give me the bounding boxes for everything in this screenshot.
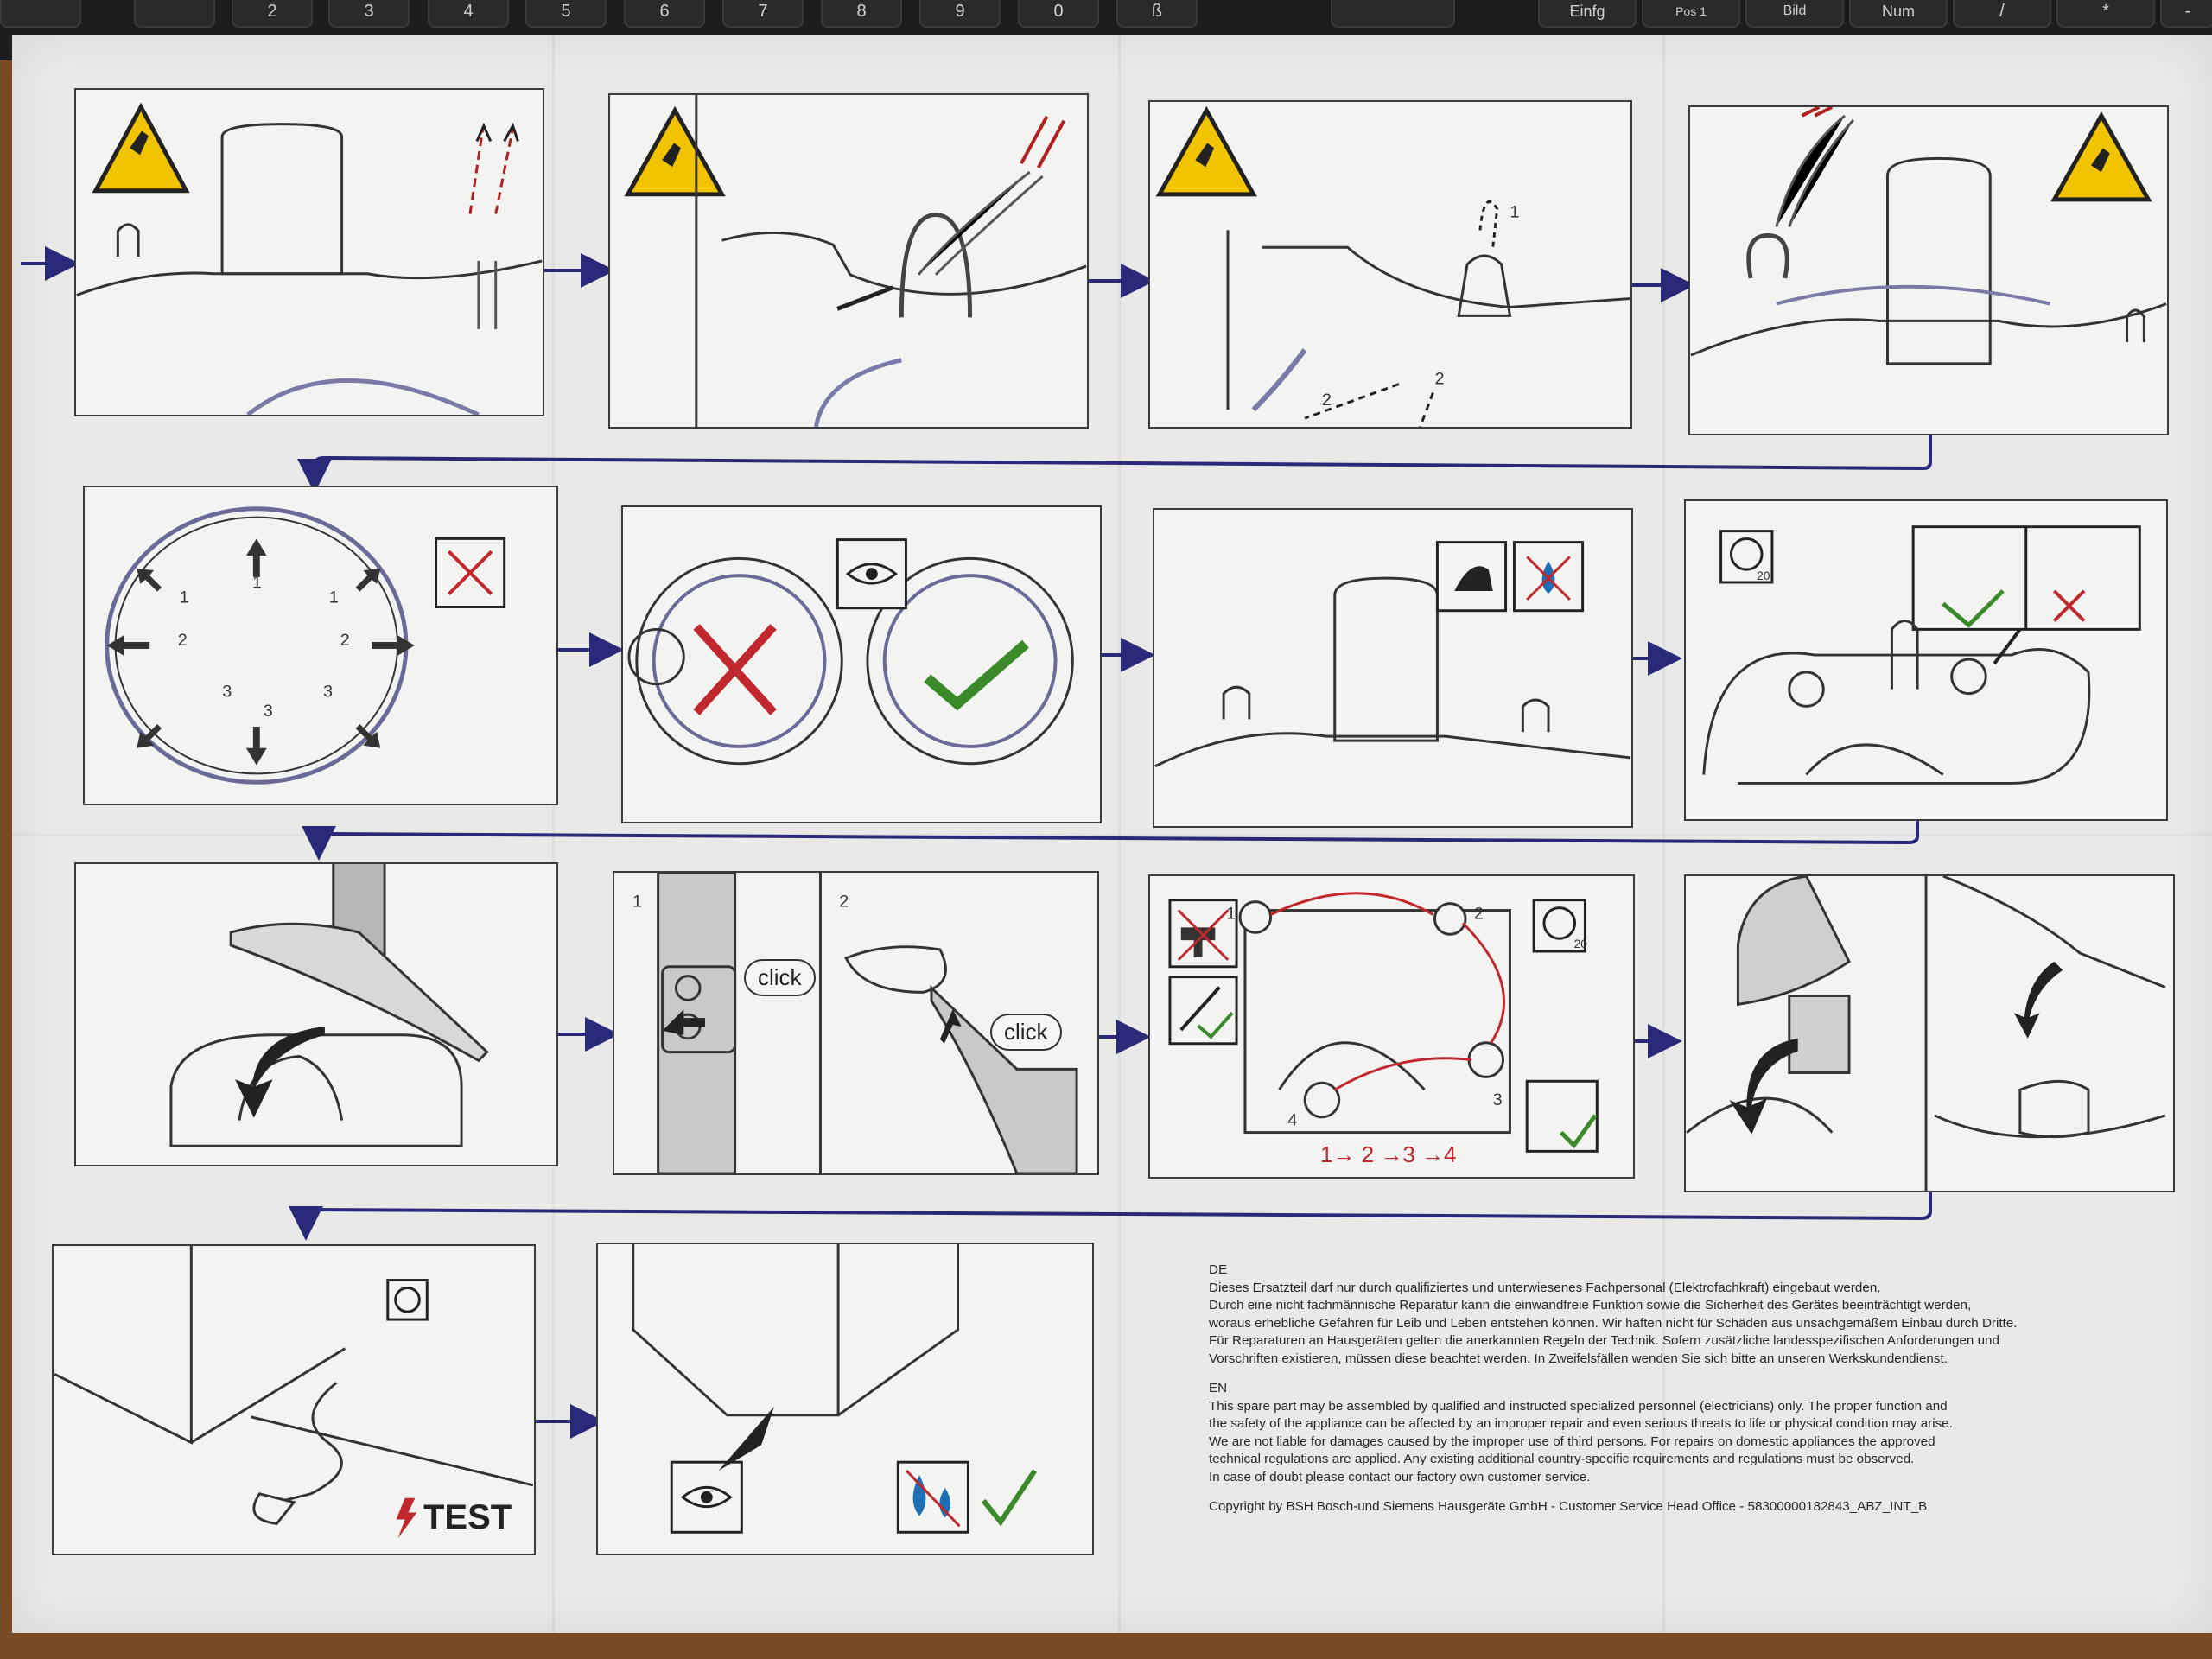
keyboard-key: 0	[1018, 0, 1099, 28]
step-panel-10: 1 2 click click	[613, 871, 1099, 1175]
en-line: the safety of the appliance can be affec…	[1209, 1416, 1953, 1431]
en-language-label: EN	[1209, 1381, 1228, 1395]
copyright-line: Copyright by BSH Bosch-und Siemens Hausg…	[1209, 1499, 1928, 1514]
svg-text:20: 20	[1757, 569, 1770, 582]
keyboard-key	[1331, 0, 1455, 28]
keyboard-key: 4	[428, 0, 509, 28]
keyboard-key: 6	[624, 0, 705, 28]
click-label: click	[744, 959, 816, 996]
svg-text:3: 3	[323, 682, 333, 701]
test-label: TEST	[423, 1498, 512, 1536]
svg-text:2: 2	[1434, 370, 1444, 389]
keyboard-key: 2	[232, 0, 313, 28]
no-drill-icon	[1168, 899, 1238, 969]
step-panel-12	[1684, 874, 2175, 1192]
svg-text:3: 3	[264, 702, 273, 721]
keyboard-key: *	[2056, 0, 2155, 28]
keyboard-key: 8	[821, 0, 902, 28]
de-line: Dieses Ersatzteil darf nur durch qualifi…	[1209, 1280, 1881, 1295]
svg-text:20: 20	[1574, 937, 1588, 950]
keyboard-key: -	[2160, 0, 2212, 28]
keyboard-key: 7	[722, 0, 804, 28]
en-line: technical regulations are applied. Any e…	[1209, 1452, 1915, 1466]
keyboard-key: Bild	[1745, 0, 1844, 28]
keyboard-key: 5	[525, 0, 607, 28]
eye-icon	[670, 1460, 743, 1534]
svg-text:2: 2	[839, 893, 849, 912]
disclaimer-text: DE Dieses Ersatzteil darf nur durch qual…	[1209, 1262, 2090, 1516]
step-panel-1	[74, 88, 544, 416]
svg-text:1: 1	[1510, 203, 1520, 222]
en-line: We are not liable for damages caused by …	[1209, 1433, 1936, 1449]
en-line: This spare part may be assembled by qual…	[1209, 1398, 1948, 1414]
step-panel-8: 20	[1684, 499, 2168, 821]
keyboard-key: Pos 1	[1642, 0, 1740, 28]
hand-warning-icon	[92, 102, 190, 194]
svg-text:3: 3	[1493, 1090, 1503, 1109]
keyboard-key: Einfg	[1538, 0, 1637, 28]
step-panel-6	[621, 505, 1102, 823]
svg-text:2: 2	[1474, 904, 1484, 923]
no-water-icon	[1435, 541, 1585, 613]
step-panel-5: 1 1 1 2 2 3 3 3	[83, 486, 558, 805]
step-panel-4	[1688, 105, 2169, 435]
keyboard-key: /	[1953, 0, 2051, 28]
step-panel-2	[608, 93, 1089, 429]
svg-text:2: 2	[340, 631, 350, 650]
screwdriver-icon	[1168, 976, 1238, 1046]
svg-text:1: 1	[180, 588, 189, 607]
svg-text:2: 2	[178, 631, 188, 650]
keyboard-key: 9	[919, 0, 1001, 28]
svg-text:1: 1	[252, 574, 262, 593]
svg-text:1: 1	[632, 893, 642, 912]
screw-sequence-label: 1→ 2 →3 →4	[1320, 1141, 1457, 1167]
torx-bit-icon	[1719, 530, 1774, 584]
keyboard-key	[134, 0, 215, 28]
click-label: click	[990, 1014, 1062, 1051]
step-panel-9	[74, 862, 558, 1166]
keyboard-key	[0, 0, 81, 28]
check-icon	[1525, 1079, 1599, 1153]
torx-bit-icon	[1532, 899, 1586, 953]
keyboard-key: 3	[328, 0, 410, 28]
step-panel-14	[596, 1243, 1094, 1555]
instruction-sheet: 1 2 2	[12, 35, 2212, 1633]
step-panel-11: 20 1 2 3 4 1→ 2 →3 →4	[1148, 874, 1635, 1179]
svg-text:2: 2	[1322, 391, 1332, 410]
svg-text:1: 1	[329, 588, 339, 607]
de-line: Vorschriften existieren, müssen diese be…	[1209, 1351, 1948, 1366]
de-line: Durch eine nicht fachmännische Reparatur…	[1209, 1298, 1972, 1313]
de-language-label: DE	[1209, 1262, 1228, 1277]
de-line: Für Reparaturen an Hausgeräten gelten di…	[1209, 1333, 1999, 1348]
cross-icon	[435, 537, 506, 608]
svg-text:3: 3	[222, 682, 232, 701]
en-line: In case of doubt please contact our fact…	[1209, 1469, 1591, 1484]
socket-icon	[386, 1279, 429, 1321]
step-panel-13: TEST	[52, 1244, 536, 1555]
step-panel-7	[1153, 508, 1633, 828]
no-water-icon	[896, 1460, 969, 1534]
keyboard-key: ß	[1116, 0, 1198, 28]
svg-text:4: 4	[1287, 1111, 1297, 1130]
svg-text:1: 1	[1226, 904, 1236, 923]
step-panel-3: 1 2 2	[1148, 100, 1632, 429]
eye-icon	[836, 538, 907, 610]
fold-line	[12, 834, 2212, 836]
keyboard-key: Num	[1849, 0, 1948, 28]
de-line: woraus erhebliche Gefahren für Leib und …	[1209, 1315, 2018, 1331]
